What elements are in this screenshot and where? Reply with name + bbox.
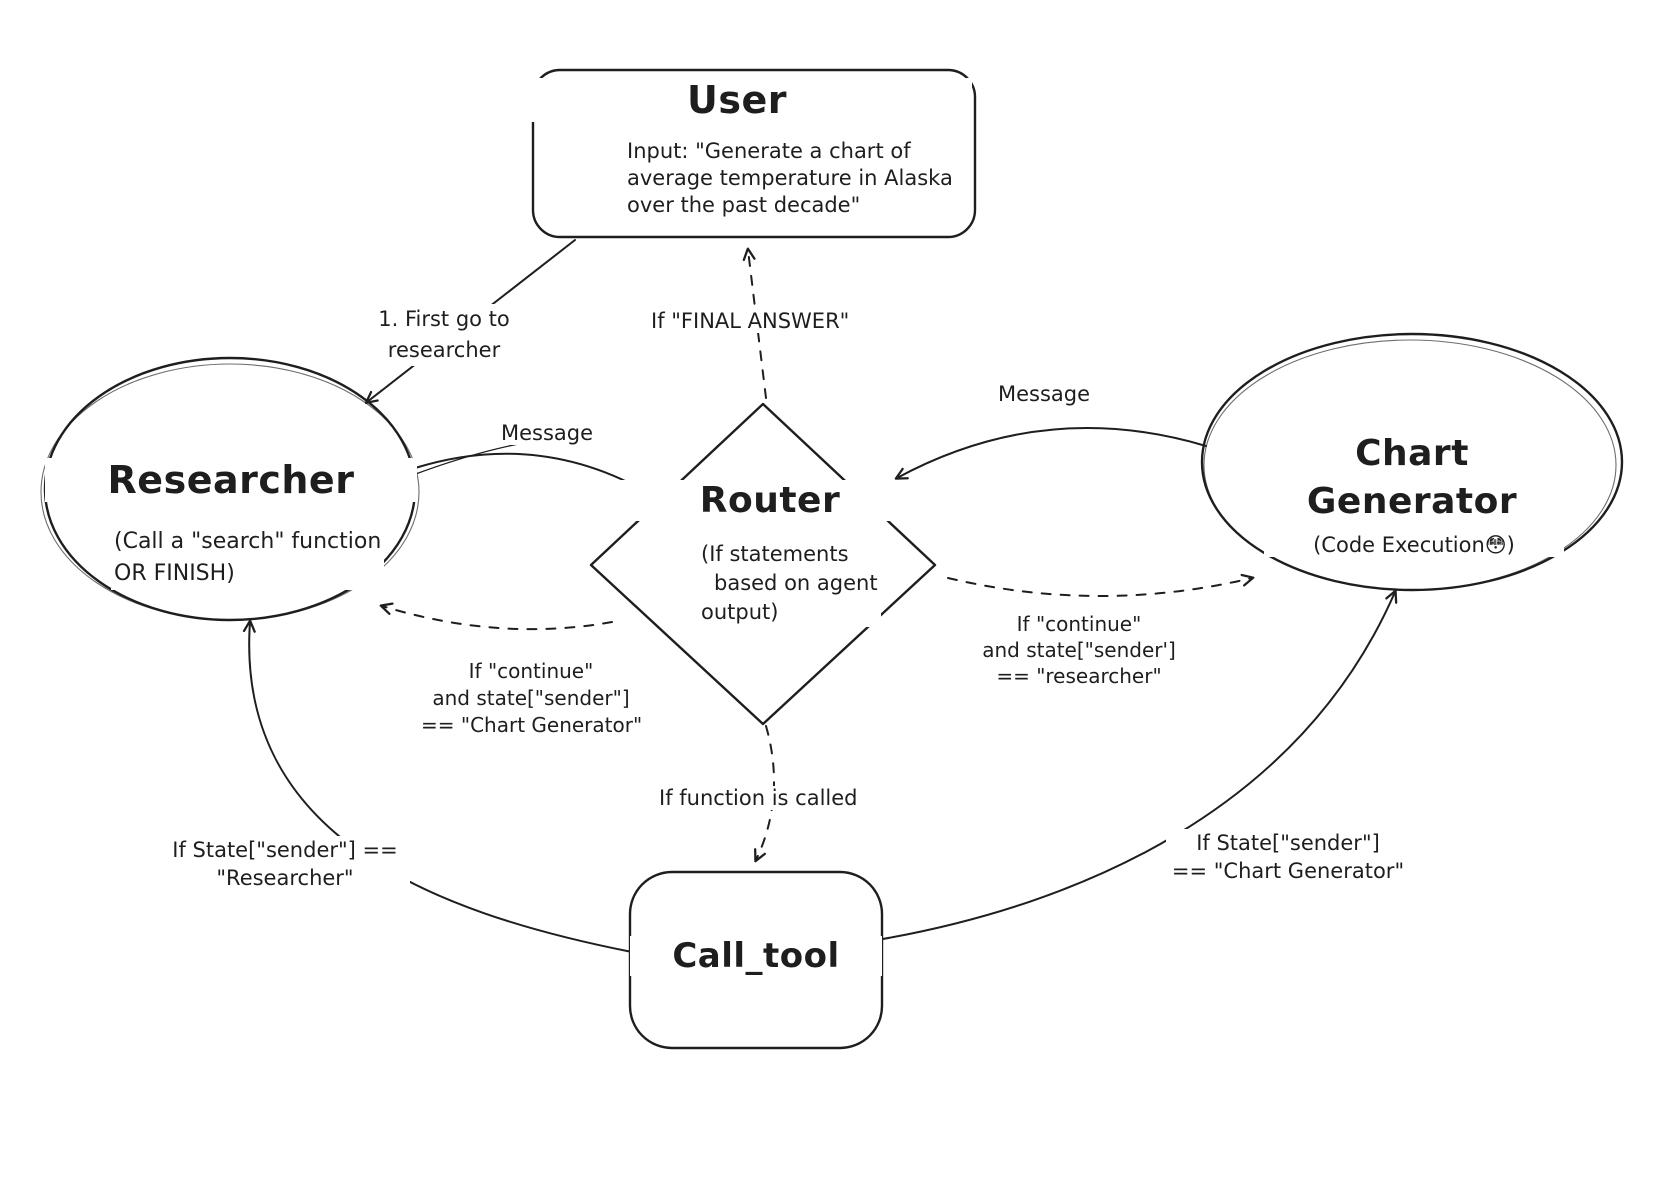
edge-label-if-function-is-called: If function is called <box>656 786 861 810</box>
condition-to-researcher-line-1: If "continue" <box>468 659 594 683</box>
condition-to-researcher-line-3: == "Chart Generator" <box>421 713 643 737</box>
edge-label-message-researcher-router: Message <box>498 421 597 445</box>
edge-label-final-answer: If "FINAL ANSWER" <box>648 309 853 333</box>
researcher-node-subtitle: (Call a "search" function OR FINISH) <box>111 526 385 590</box>
edge-label-first-go-to-researcher: 1. First go to researcher <box>366 304 522 366</box>
router-node-subtitle: (If statements based on agent output) <box>698 540 881 627</box>
chart-generator-title-line-2: Generator <box>1306 481 1518 522</box>
user-input-line-2: average temperature in Alaska <box>627 166 953 190</box>
edge-label-sender-researcher: If State["sender"] == "Researcher" <box>160 836 410 892</box>
edge-chart-generator-to-router <box>894 427 1207 480</box>
chart-generator-node-title: Chart Generator <box>1262 430 1562 526</box>
condition-to-chart-generator-line-1: If "continue" <box>1016 612 1142 636</box>
sender-researcher-line-1: If State["sender"] == <box>172 838 398 862</box>
researcher-ellipse-sketch-stroke <box>40 363 420 621</box>
router-subtitle-line-3: output) <box>701 600 779 624</box>
edge-router-to-researcher-dashed <box>379 602 613 631</box>
call-tool-node-title: Call_tool <box>630 936 882 976</box>
edge-researcher-to-router-sketch-stroke <box>412 440 536 476</box>
researcher-node-title: Researcher <box>45 458 417 502</box>
edge-router-to-call-tool-dashed <box>754 725 775 863</box>
edge-label-condition-to-chart-generator: If "continue" and state["sender'] == "re… <box>968 611 1190 689</box>
edge-router-to-user-dashed <box>742 247 767 399</box>
user-node-title: User <box>502 78 972 122</box>
sender-researcher-line-2: "Researcher" <box>216 866 354 890</box>
researcher-subtitle-line-1: (Call a "search" function <box>114 529 382 554</box>
condition-to-chart-generator-line-3: == "researcher" <box>996 664 1162 688</box>
chart-generator-title-line-1: Chart <box>1355 433 1469 474</box>
user-input-text: Input: "Generate a chart of average temp… <box>624 138 956 219</box>
sender-chart-generator-line-1: If State["sender"] <box>1196 831 1380 855</box>
condition-to-researcher-line-2: and state["sender"] <box>432 686 630 710</box>
chart-generator-node-subtitle: (Code Execution😳) <box>1264 533 1564 557</box>
edge-router-to-chart-generator-dashed <box>947 573 1255 597</box>
router-subtitle-line-1: (If statements <box>701 542 849 566</box>
first-go-line-1: 1. First go to <box>378 307 510 331</box>
first-go-line-2: researcher <box>387 338 501 362</box>
user-input-line-3: over the past decade" <box>627 193 861 217</box>
edge-label-sender-chart-generator: If State["sender"] == "Chart Generator" <box>1166 829 1410 885</box>
user-input-line-1: Input: "Generate a chart of <box>627 139 911 163</box>
router-subtitle-line-2: based on agent <box>714 571 878 595</box>
chart-generator-ellipse-sketch-stroke <box>1203 339 1617 591</box>
sender-chart-generator-line-2: == "Chart Generator" <box>1171 859 1405 883</box>
router-node-title: Router <box>620 480 920 521</box>
edge-label-condition-to-researcher: If "continue" and state["sender"] == "Ch… <box>418 658 644 739</box>
edge-label-message-chart-generator-router: Message <box>995 382 1094 406</box>
researcher-subtitle-line-2: OR FINISH) <box>114 561 235 586</box>
condition-to-chart-generator-line-2: and state["sender'] <box>982 638 1176 662</box>
